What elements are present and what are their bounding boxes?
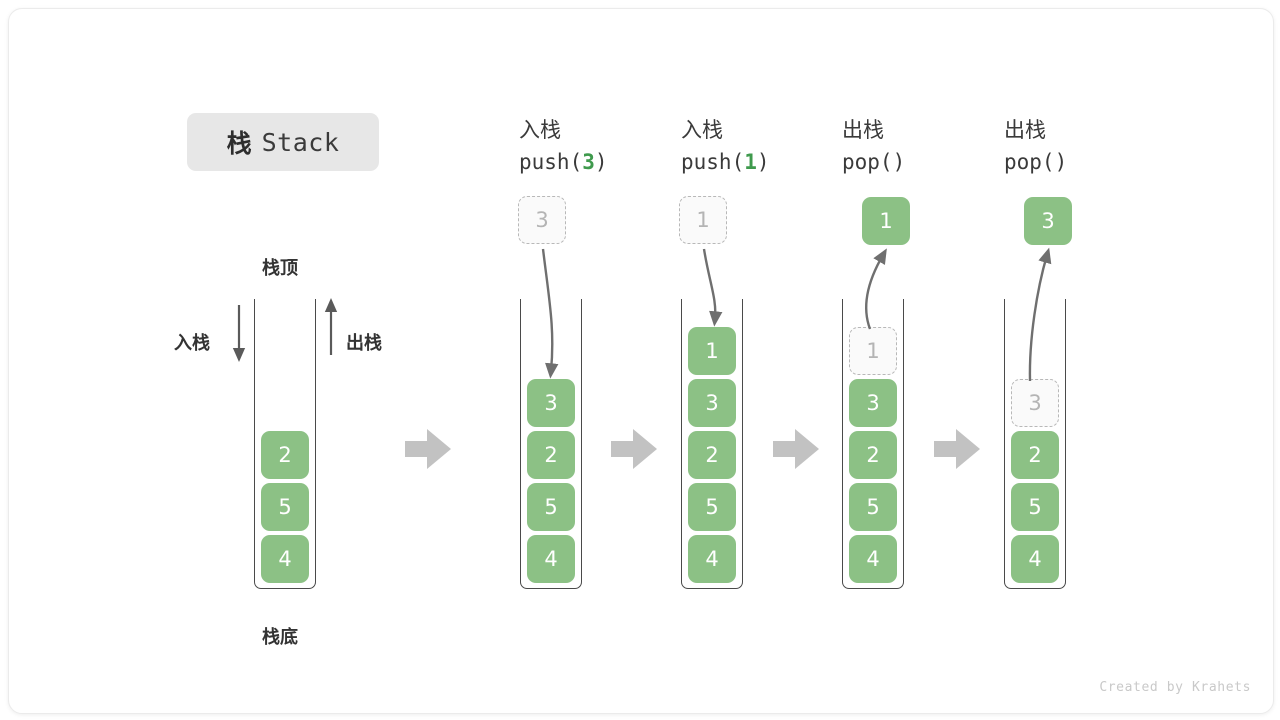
popped-box-1: 1 bbox=[862, 197, 910, 245]
stack-column-push-1: 4 5 2 3 1 bbox=[681, 299, 743, 589]
operation-code-prefix-pop-3: pop( bbox=[1004, 150, 1055, 174]
stack-cell: 3 bbox=[527, 379, 575, 427]
stack-cell: 4 bbox=[688, 535, 736, 583]
pop-direction-label: 出栈 bbox=[346, 333, 382, 354]
stack-bottom-label: 栈底 bbox=[262, 627, 298, 648]
stack-cell: 5 bbox=[527, 483, 575, 531]
title-chinese: 栈 bbox=[226, 129, 252, 158]
stack-cell: 3 bbox=[688, 379, 736, 427]
stack-items-pop-3: 4 5 2 3 bbox=[1004, 375, 1066, 583]
pending-push-box-3: 3 bbox=[518, 196, 566, 244]
stack-column-pop-3: 4 5 2 3 bbox=[1004, 299, 1066, 589]
stack-items-pop-1: 4 5 2 3 1 bbox=[842, 323, 904, 583]
stack-cell: 4 bbox=[1011, 535, 1059, 583]
vacated-slot-3: 3 bbox=[1011, 379, 1059, 427]
transition-arrow-3 bbox=[773, 429, 819, 469]
operation-name-pop-3: 出栈 bbox=[1004, 118, 1046, 142]
title-english: Stack bbox=[261, 127, 340, 157]
operation-code-suffix-pop-1: ) bbox=[892, 150, 906, 174]
stack-column-initial: 4 5 2 bbox=[254, 299, 316, 589]
credit-watermark: Created by Krahets bbox=[1099, 680, 1251, 695]
operation-code-pop-1: pop() bbox=[842, 145, 992, 179]
stack-top-label: 栈顶 bbox=[262, 258, 298, 279]
diagram-card: 栈 Stack 栈顶 栈底 入栈 出栈 入栈 push(3) 入栈 push(1… bbox=[8, 8, 1274, 714]
stack-column-push-3: 4 5 2 3 bbox=[520, 299, 582, 589]
stack-cell: 2 bbox=[688, 431, 736, 479]
operation-code-suffix-pop-3: ) bbox=[1054, 150, 1068, 174]
stack-cell: 4 bbox=[527, 535, 575, 583]
operation-name-pop-1: 出栈 bbox=[842, 118, 884, 142]
operation-name-push-1: 入栈 bbox=[681, 118, 723, 142]
vacated-slot-1: 1 bbox=[849, 327, 897, 375]
operation-code-push-3: push(3) bbox=[519, 145, 669, 179]
operation-code-suffix-push-1: ) bbox=[756, 150, 770, 174]
stack-cell: 1 bbox=[688, 327, 736, 375]
operation-code-push-1: push(1) bbox=[681, 145, 831, 179]
transition-arrow-4 bbox=[934, 429, 980, 469]
stack-cell: 2 bbox=[849, 431, 897, 479]
operation-code-prefix-push-1: push( bbox=[681, 150, 745, 174]
operation-name-push-3: 入栈 bbox=[519, 118, 561, 142]
operation-header-push-1: 入栈 push(1) bbox=[681, 115, 831, 179]
stack-cell: 5 bbox=[261, 483, 309, 531]
transition-arrow-1 bbox=[405, 429, 451, 469]
diagram-stage: 栈 Stack 栈顶 栈底 入栈 出栈 入栈 push(3) 入栈 push(1… bbox=[9, 9, 1273, 713]
stack-cell: 4 bbox=[849, 535, 897, 583]
stack-cell: 5 bbox=[688, 483, 736, 531]
operation-code-suffix-push-3: ) bbox=[594, 150, 608, 174]
operation-header-push-3: 入栈 push(3) bbox=[519, 115, 669, 179]
stack-cell: 2 bbox=[1011, 431, 1059, 479]
stack-cell: 2 bbox=[527, 431, 575, 479]
stack-cell: 5 bbox=[849, 483, 897, 531]
stack-cell: 2 bbox=[261, 431, 309, 479]
stack-items-push-3: 4 5 2 3 bbox=[520, 375, 582, 583]
stack-column-pop-1: 4 5 2 3 1 bbox=[842, 299, 904, 589]
stack-cell: 4 bbox=[261, 535, 309, 583]
operation-code-prefix-pop-1: pop( bbox=[842, 150, 893, 174]
operation-arg-push-3: 3 bbox=[582, 150, 595, 174]
title-badge: 栈 Stack bbox=[187, 113, 379, 171]
stack-cell: 3 bbox=[849, 379, 897, 427]
operation-arg-push-1: 1 bbox=[744, 150, 757, 174]
transition-arrow-2 bbox=[611, 429, 657, 469]
operation-code-prefix-push-3: push( bbox=[519, 150, 583, 174]
push-direction-label: 入栈 bbox=[174, 333, 210, 354]
operation-header-pop-3: 出栈 pop() bbox=[1004, 115, 1154, 179]
stack-cell: 5 bbox=[1011, 483, 1059, 531]
operation-header-pop-1: 出栈 pop() bbox=[842, 115, 992, 179]
operation-code-pop-3: pop() bbox=[1004, 145, 1154, 179]
popped-box-3: 3 bbox=[1024, 197, 1072, 245]
stack-items-initial: 4 5 2 bbox=[254, 427, 316, 583]
stack-items-push-1: 4 5 2 3 1 bbox=[681, 323, 743, 583]
pending-push-box-1: 1 bbox=[679, 196, 727, 244]
